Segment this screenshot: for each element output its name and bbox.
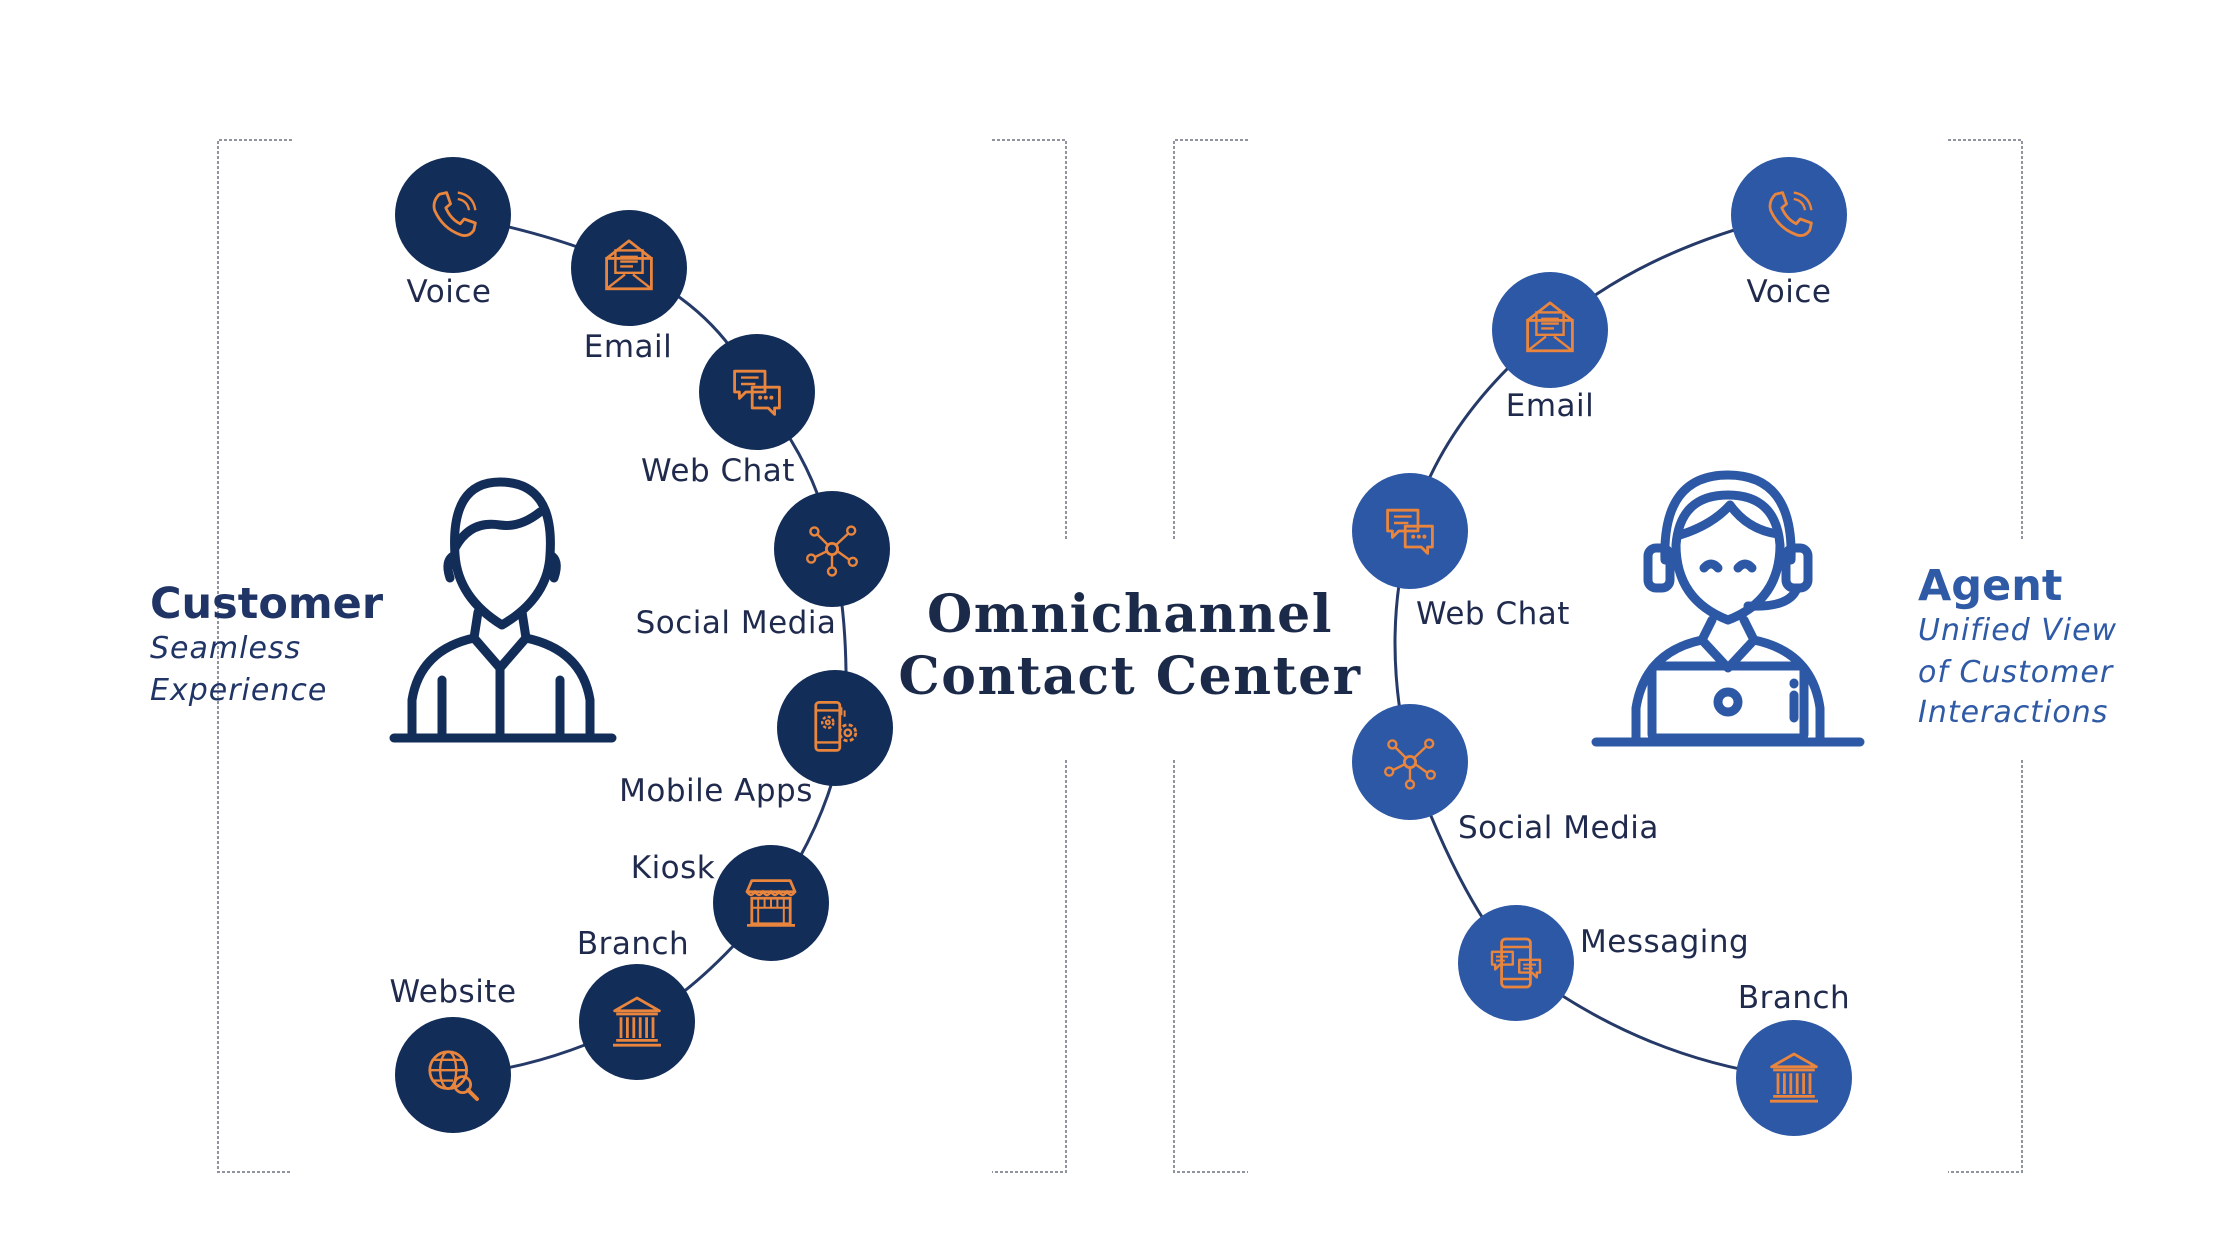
customer-channel-website: Website [389, 974, 516, 1133]
agent-subtitle-line1: Unified View [1918, 613, 2117, 648]
agent-channel-label: Social Media [1458, 810, 1659, 846]
customer-channel-node [777, 670, 893, 786]
customer-channel-node [395, 1017, 511, 1133]
agent-channel-node [1458, 905, 1574, 1021]
customer-channel-label: Email [584, 329, 673, 365]
agent-channel-node [1352, 704, 1468, 820]
customer-channel-node [774, 491, 890, 607]
agent-channel-email: Email [1492, 272, 1608, 424]
customer-channel-web-chat: Web Chat [641, 334, 815, 489]
agent-channel-node [1492, 272, 1608, 388]
customer-channel-branch: Branch [577, 926, 695, 1080]
customer-channel-mobile-apps: Mobile Apps [619, 670, 893, 809]
customer-channel-voice: Voice [395, 157, 511, 310]
customer-channel-label: Kiosk [631, 850, 716, 886]
agent-channel-node [1731, 157, 1847, 273]
customer-channel-node [579, 964, 695, 1080]
agent-channel-label: Branch [1738, 980, 1850, 1016]
agent-title: Agent [1918, 561, 2062, 611]
agent-channel-label: Messaging [1580, 924, 1749, 960]
agent-subtitle-line3: Interactions [1918, 695, 2108, 730]
agent-channel-messaging: Messaging [1458, 905, 1749, 1021]
customer-channel-label: Website [389, 974, 516, 1010]
agent-bracket [1173, 139, 2023, 1173]
customer-subtitle-line1: Seamless [150, 631, 301, 666]
customer-channel-label: Branch [577, 926, 689, 962]
agent-channel-label: Web Chat [1416, 596, 1570, 632]
agent-channel-label: Voice [1747, 274, 1832, 310]
agent-channel-node [1736, 1020, 1852, 1136]
customer-subtitle-line2: Experience [150, 673, 327, 708]
customer-channel-label: Social Media [636, 605, 837, 641]
customer-channel-email: Email [571, 210, 687, 365]
customer-channel-social-media: Social Media [636, 491, 890, 641]
center-title-line1: Omnichannel [927, 584, 1333, 645]
headset-agent-icon [1591, 470, 1865, 747]
customer-channel-label: Mobile Apps [619, 773, 813, 809]
customer-channel-label: Web Chat [641, 453, 795, 489]
customer-channel-label: Voice [407, 274, 492, 310]
agent-channel-label: Email [1506, 388, 1595, 424]
agent-subtitle-line2: of Customer [1918, 655, 2114, 690]
customer-channel-node [571, 210, 687, 326]
customer-channel-node [395, 157, 511, 273]
agent-channel-social-media: Social Media [1352, 704, 1659, 846]
agent-channel-web-chat: Web Chat [1352, 473, 1570, 632]
customer-title: Customer [150, 579, 384, 629]
customer-bracket [217, 139, 1067, 1173]
center-title-line2: Contact Center [898, 646, 1361, 707]
user-icon [389, 477, 617, 743]
customer-channel-kiosk: Kiosk [631, 845, 829, 961]
agent-channel-voice: Voice [1731, 157, 1847, 310]
agent-channel-branch: Branch [1736, 980, 1852, 1136]
